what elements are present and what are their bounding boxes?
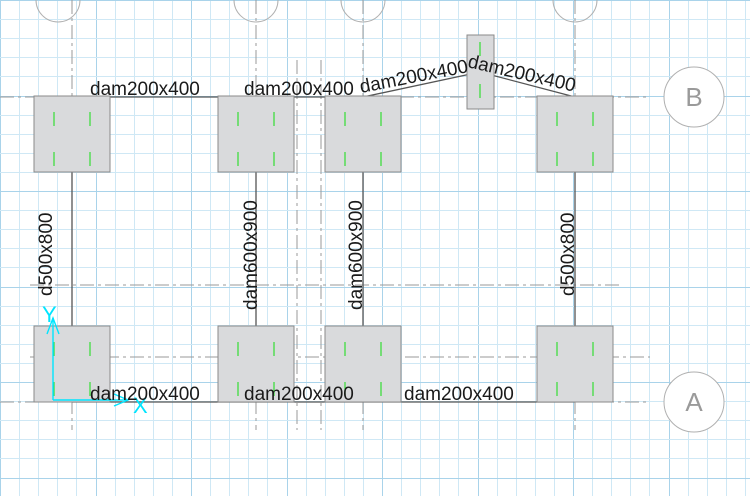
grid-bubble-icon[interactable] bbox=[233, 0, 279, 23]
beam-line-slope-right[interactable] bbox=[479, 71, 576, 98]
beam-label-vertical-2[interactable]: dam600x900 bbox=[241, 200, 262, 310]
grid-bubble-icon[interactable] bbox=[663, 371, 725, 433]
beam-label-top-2[interactable]: dam200x400 bbox=[244, 79, 354, 100]
beam-label-bottom-1[interactable]: dam200x400 bbox=[90, 384, 200, 405]
beam-label-vertical-3[interactable]: dam600x900 bbox=[346, 200, 367, 310]
column-section-icon[interactable] bbox=[536, 325, 614, 403]
beam-label-bottom-3[interactable]: dam200x400 bbox=[404, 384, 514, 405]
columns bbox=[33, 34, 614, 403]
grid-bubble-icon[interactable] bbox=[35, 0, 81, 23]
beam-label-top-1[interactable]: dam200x400 bbox=[90, 79, 200, 100]
grid-bubble-label-b: B bbox=[685, 82, 702, 112]
beam-line-slope-left[interactable] bbox=[362, 71, 481, 98]
grid-bubble-icon[interactable] bbox=[340, 0, 386, 23]
grid-bubble-icon[interactable] bbox=[552, 0, 598, 23]
column-section-icon[interactable] bbox=[33, 325, 111, 403]
grid-bubble-label-a: A bbox=[685, 387, 703, 417]
column-section-icon[interactable] bbox=[33, 95, 111, 173]
axis-y-label: Y bbox=[42, 302, 57, 327]
column-section-icon[interactable] bbox=[466, 34, 495, 110]
top-grid-bubbles bbox=[35, 0, 598, 23]
column-section-icon[interactable] bbox=[324, 325, 402, 403]
column-section-icon[interactable] bbox=[324, 95, 402, 173]
beam-lines bbox=[71, 71, 576, 403]
column-section-icon[interactable] bbox=[217, 95, 295, 173]
beam-label-vertical-4[interactable]: d500x800 bbox=[558, 213, 579, 296]
beam-label-vertical-1[interactable]: d500x800 bbox=[36, 213, 57, 296]
beam-label-top-3[interactable]: dam200x400 bbox=[358, 56, 470, 98]
beam-label-bottom-2[interactable]: dam200x400 bbox=[244, 384, 354, 405]
grid-bubble-icon[interactable] bbox=[663, 66, 725, 128]
column-section-icon[interactable] bbox=[217, 325, 295, 403]
coordinate-axis-icon bbox=[46, 316, 130, 407]
axis-x-label: X bbox=[133, 393, 148, 418]
column-section-icon[interactable] bbox=[536, 95, 614, 173]
